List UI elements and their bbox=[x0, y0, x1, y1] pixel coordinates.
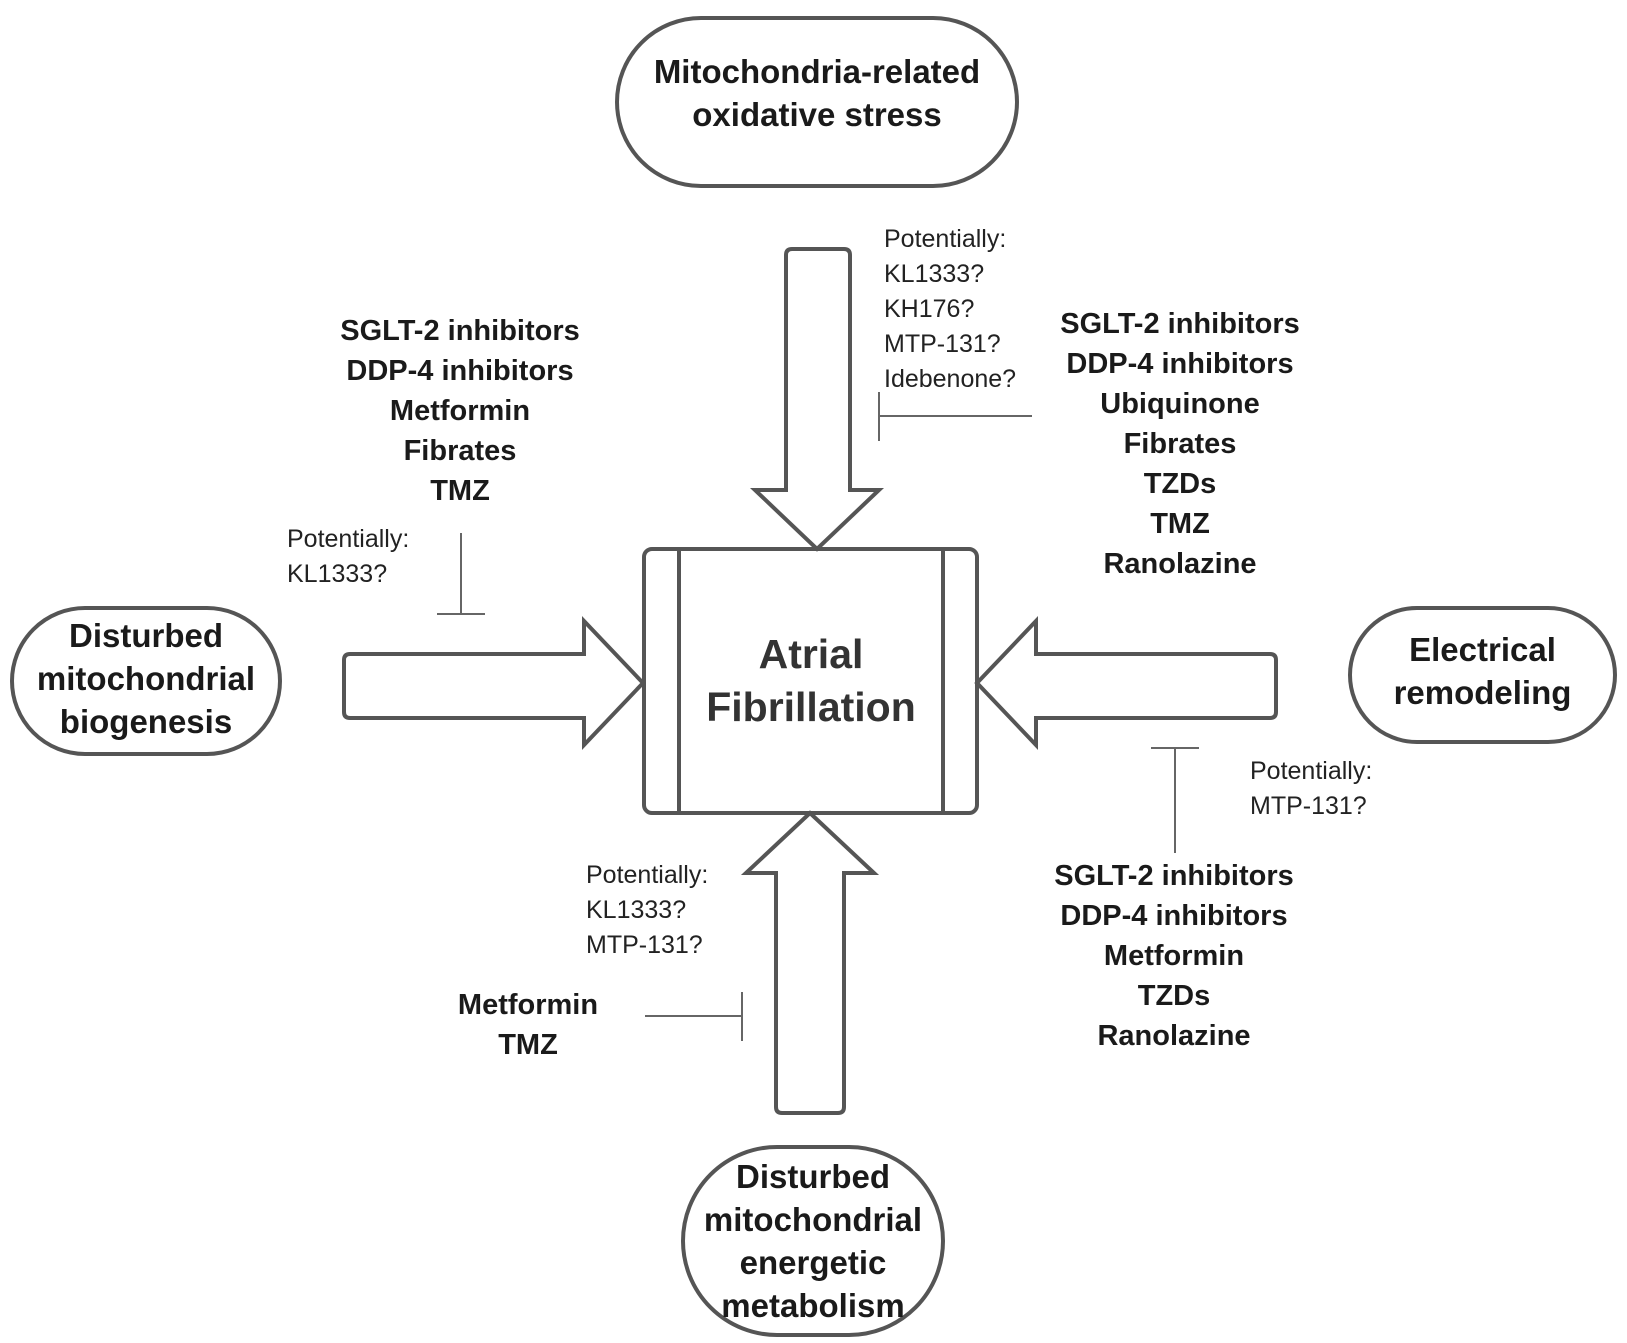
arrow-from-oxidative-stress bbox=[749, 247, 885, 552]
potential-right-list: Potentially: MTP-131? bbox=[1250, 754, 1372, 824]
drugs-bottom-list-line: TMZ bbox=[498, 1029, 558, 1061]
node-electrical-remodeling-label: Electrical remodeling bbox=[1350, 628, 1615, 714]
center-label-line: Atrial bbox=[758, 631, 864, 677]
potential-bottom-list: Potentially: KL1333? MTP-131? bbox=[586, 858, 708, 963]
node-biogenesis-label-line: mitochondrial bbox=[36, 660, 256, 697]
drugs-right-list-line: Ranolazine bbox=[1097, 1020, 1251, 1052]
drugs-top-list-line: DDP-4 inhibitors bbox=[1066, 348, 1294, 380]
node-biogenesis-label: Disturbed mitochondrial biogenesis bbox=[12, 614, 280, 743]
potential-top-list-line: MTP-131? bbox=[884, 330, 1001, 358]
potential-right-list-line: MTP-131? bbox=[1250, 792, 1367, 820]
node-biogenesis-label-line: biogenesis bbox=[59, 703, 233, 740]
potential-bottom-list-line: KL1333? bbox=[586, 896, 687, 924]
node-oxidative-stress-label: Mitochondria-related oxidative stress bbox=[617, 50, 1017, 136]
drugs-bottom-list-line: Metformin bbox=[457, 989, 599, 1021]
drugs-left-list-line: Metformin bbox=[389, 395, 531, 427]
potential-top-list: Potentially: KL1333? KH176? MTP-131? Idebeno… bbox=[884, 222, 1016, 397]
node-biogenesis-box bbox=[10, 606, 282, 756]
potential-left-list-line: KL1333? bbox=[287, 560, 388, 588]
arrow-from-energetic-metabolism bbox=[740, 810, 880, 1115]
drugs-left-list-line: Fibrates bbox=[403, 435, 517, 467]
drugs-top-list-line: Ranolazine bbox=[1103, 548, 1257, 580]
node-oxidative-stress-box bbox=[615, 16, 1019, 188]
potential-left-list: Potentially: KL1333? bbox=[287, 522, 409, 592]
node-biogenesis-label-line: Disturbed bbox=[68, 617, 223, 654]
drugs-right-list-line: Metformin bbox=[1103, 940, 1245, 972]
node-oxidative-stress-label-line: oxidative stress bbox=[692, 96, 942, 133]
drugs-top-list-line: TZDs bbox=[1143, 468, 1217, 500]
arrow-from-electrical-remodeling bbox=[974, 615, 1278, 751]
node-energetic-metabolism-label-line: metabolism bbox=[721, 1287, 905, 1324]
potential-left-list-line: Potentially: bbox=[287, 525, 410, 553]
node-energetic-metabolism-label-line: energetic bbox=[739, 1244, 887, 1281]
potential-right-list-line: Potentially: bbox=[1250, 757, 1373, 785]
potential-top-list-line: Potentially: bbox=[884, 225, 1007, 253]
potential-top-list-line: Idebenone? bbox=[884, 365, 1017, 393]
potential-top-list-line: KH176? bbox=[884, 295, 975, 323]
node-energetic-metabolism-box bbox=[681, 1145, 945, 1337]
arrow-from-biogenesis bbox=[342, 615, 646, 751]
drugs-top-list-line: SGLT-2 inhibitors bbox=[1060, 308, 1300, 340]
drugs-right-list-line: TZDs bbox=[1137, 980, 1211, 1012]
drugs-right-list-line: DDP-4 inhibitors bbox=[1060, 900, 1288, 932]
drugs-top-list-line: Fibrates bbox=[1123, 428, 1237, 460]
drugs-left-list-line: DDP-4 inhibitors bbox=[346, 355, 574, 387]
potential-top-list-line: KL1333? bbox=[884, 260, 985, 288]
node-oxidative-stress-label-line: Mitochondria-related bbox=[653, 53, 981, 90]
drugs-top-list-line: Ubiquinone bbox=[1100, 388, 1260, 420]
node-energetic-metabolism-label-line: Disturbed bbox=[735, 1158, 890, 1195]
potential-bottom-list-line: Potentially: bbox=[586, 861, 709, 889]
node-electrical-remodeling-box bbox=[1348, 606, 1617, 744]
node-electrical-remodeling-label-line: Electrical bbox=[1409, 631, 1556, 668]
drugs-top-list-line: TMZ bbox=[1150, 508, 1210, 540]
center-label-line: Fibrillation bbox=[706, 684, 916, 730]
node-electrical-remodeling-label-line: remodeling bbox=[1393, 674, 1572, 711]
drugs-right-list-line: SGLT-2 inhibitors bbox=[1054, 860, 1294, 892]
drugs-left-list-line: SGLT-2 inhibitors bbox=[340, 315, 580, 347]
drugs-left-list-line: TMZ bbox=[430, 475, 490, 507]
node-energetic-metabolism-label-line: mitochondrial bbox=[703, 1201, 923, 1238]
potential-bottom-list-line: MTP-131? bbox=[586, 931, 703, 959]
node-energetic-metabolism-label: Disturbed mitochondrial energetic metabolis… bbox=[683, 1155, 943, 1327]
